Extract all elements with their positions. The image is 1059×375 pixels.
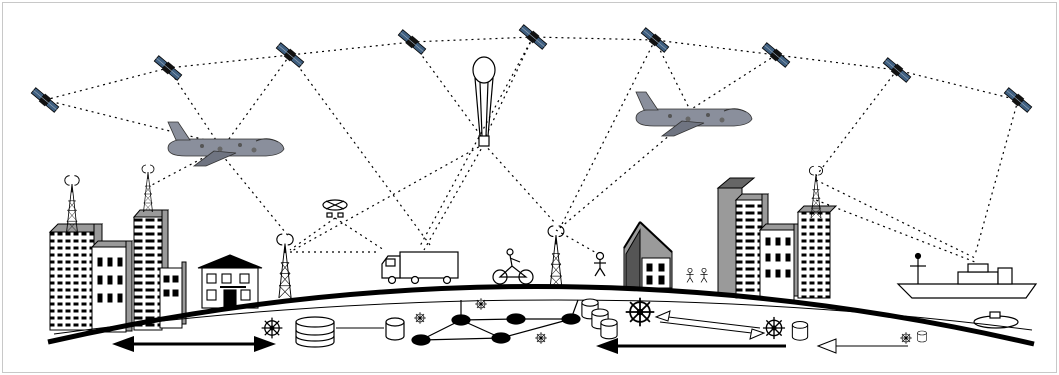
building [797, 211, 831, 299]
submarine-icon [973, 311, 1019, 329]
truck-icon [381, 251, 459, 285]
ship-icon [896, 252, 1038, 299]
network-node [561, 313, 581, 325]
network-node [491, 332, 511, 344]
database-icon [385, 317, 405, 341]
building [735, 199, 763, 299]
database-icon [600, 318, 618, 340]
earth-surface [47, 284, 1035, 347]
building [49, 231, 95, 331]
network-node [506, 313, 526, 325]
right-city [716, 177, 838, 301]
data-flow-arrow [816, 338, 908, 354]
weather-balloon-icon [472, 56, 496, 147]
network-node [451, 314, 471, 326]
cyclist-icon [492, 248, 534, 285]
building [133, 216, 163, 331]
data-flow-arrow [596, 338, 786, 354]
left-city [48, 209, 187, 333]
server-stack-icon [295, 316, 335, 348]
bidirectional-link [654, 310, 766, 340]
house-icon [197, 254, 263, 309]
network-graph [411, 299, 581, 346]
data-flow-arrow [112, 336, 276, 352]
network-node [411, 334, 431, 346]
database-icon [791, 320, 809, 341]
database-icon [917, 330, 927, 343]
drone-icon [322, 199, 348, 218]
